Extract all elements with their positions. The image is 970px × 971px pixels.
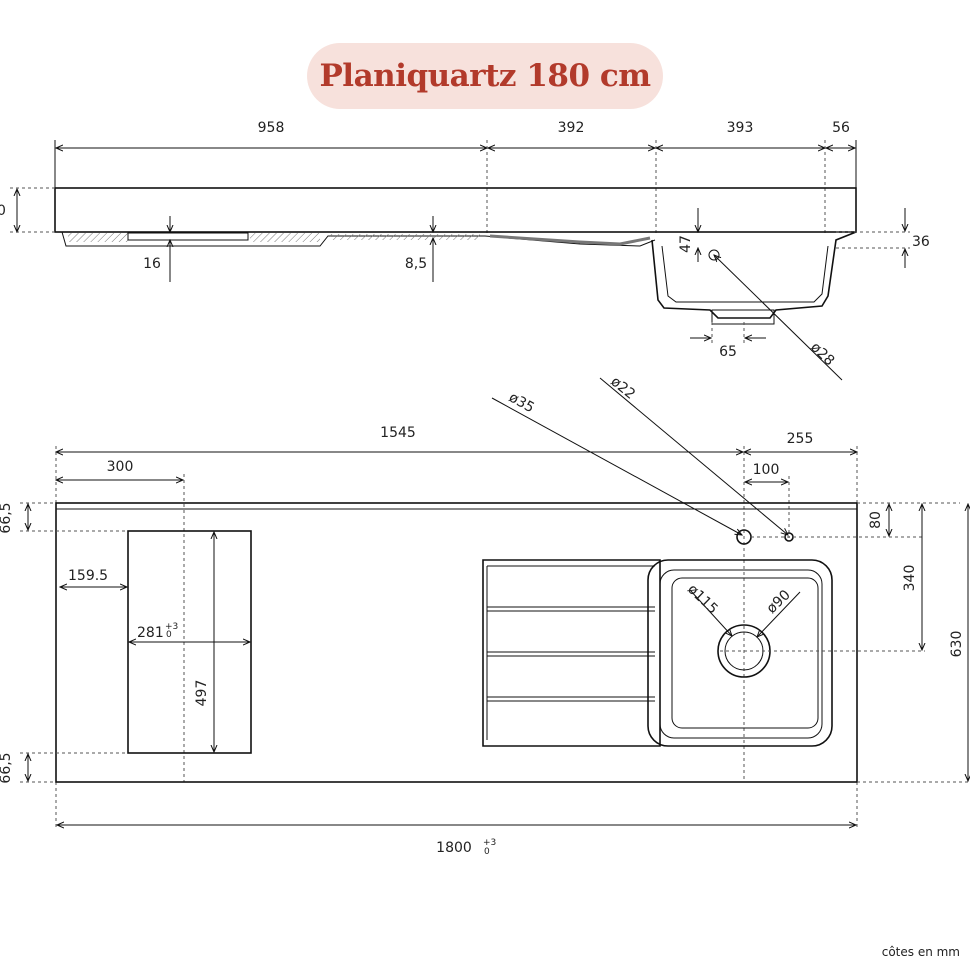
drainer-outline bbox=[482, 559, 661, 747]
dim-36: 36 bbox=[912, 234, 930, 250]
dim-281: 281 bbox=[137, 625, 164, 641]
dim-393: 393 bbox=[727, 120, 754, 136]
sink-bowl-rim bbox=[647, 559, 833, 747]
dim-497: 497 bbox=[194, 680, 210, 707]
dim-thickness: 0 bbox=[0, 203, 6, 219]
dim-35: ø35 bbox=[506, 390, 537, 417]
dim-80: 80 bbox=[868, 511, 884, 529]
dim-630: 630 bbox=[949, 631, 965, 658]
dim-47: 47 bbox=[678, 235, 694, 253]
dim-22: ø22 bbox=[607, 374, 638, 403]
top-view: 1545 255 300 100 ø35 ø22 66,5 66,5 15 bbox=[0, 374, 970, 857]
sink-bowl-inner bbox=[659, 569, 823, 739]
sink-bowl-floor bbox=[671, 577, 819, 729]
dim-115: ø115 bbox=[684, 581, 721, 617]
dim-8-5: 8,5 bbox=[405, 256, 427, 272]
dim-28: ø28 bbox=[807, 339, 837, 369]
dim-1800: 1800 bbox=[436, 840, 472, 856]
dim-65: 65 bbox=[719, 344, 737, 360]
leader-35 bbox=[491, 397, 742, 535]
hatch-area bbox=[250, 233, 320, 242]
cutout-recess bbox=[127, 232, 249, 241]
dim-392: 392 bbox=[558, 120, 585, 136]
dim-281-tol-up: +3 bbox=[165, 622, 178, 632]
dim-300: 300 bbox=[107, 459, 134, 475]
sink-bowl-inner bbox=[661, 245, 829, 303]
dim-16: 16 bbox=[143, 256, 161, 272]
dim-1545: 1545 bbox=[380, 425, 416, 441]
hatch-area bbox=[330, 234, 480, 240]
drainer-groove bbox=[487, 696, 655, 702]
dim-958: 958 bbox=[258, 120, 285, 136]
worktop-side-profile bbox=[54, 187, 857, 233]
leader-115 bbox=[689, 589, 732, 636]
sink-bowl-section bbox=[651, 231, 857, 319]
dim-66-5-bottom: 66,5 bbox=[0, 752, 14, 783]
dim-66-5-top: 66,5 bbox=[0, 502, 14, 533]
drain-outlet bbox=[711, 309, 775, 325]
dim-100: 100 bbox=[753, 462, 780, 478]
hatch-area bbox=[489, 234, 651, 246]
worktop-top-outline bbox=[55, 502, 858, 783]
side-view: 958 392 393 56 0 16 8,5 47 bbox=[0, 120, 930, 381]
dim-281-tol-down: 0 bbox=[166, 630, 172, 640]
dim-1800-tol-down: 0 bbox=[484, 847, 490, 857]
hatch-area bbox=[68, 233, 128, 242]
dim-90: ø90 bbox=[764, 587, 794, 617]
drainer-groove bbox=[487, 606, 655, 612]
drainer-groove bbox=[487, 651, 655, 657]
dim-340: 340 bbox=[902, 565, 918, 592]
leader-28 bbox=[714, 255, 843, 381]
leader-90 bbox=[757, 591, 801, 637]
title: Planiquartz 180 cm bbox=[319, 58, 651, 94]
title-badge: Planiquartz 180 cm bbox=[307, 43, 663, 109]
dim-56: 56 bbox=[832, 120, 850, 136]
dim-1800-tol-up: +3 bbox=[483, 838, 496, 848]
unit-note: côtes en mm bbox=[881, 945, 960, 959]
dim-159-5: 159.5 bbox=[68, 568, 108, 584]
dim-255: 255 bbox=[787, 431, 814, 447]
